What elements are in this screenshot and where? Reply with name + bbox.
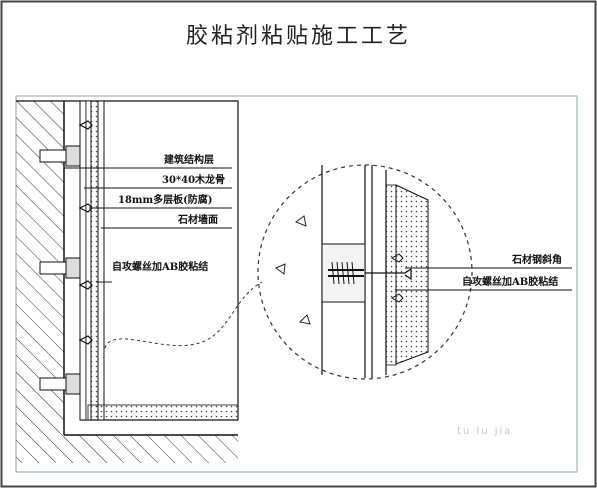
watermark: tu lu jia xyxy=(457,426,513,437)
left-wall-section xyxy=(16,100,239,463)
label-screw-ab-glue-right: 自攻螺丝加AB胶粘结 xyxy=(462,277,559,288)
label-stone-steel-angle: 石材钢斜角 xyxy=(512,255,562,266)
concrete-marks xyxy=(275,215,311,325)
concrete-floor-hatch xyxy=(16,435,238,463)
stone-base xyxy=(87,404,239,421)
timber-keel xyxy=(79,100,87,421)
detail-screw-markers xyxy=(390,253,404,303)
right-enlarged-detail xyxy=(257,164,572,380)
plywood-board xyxy=(85,100,92,421)
left-leader-lines xyxy=(64,167,232,283)
label-stone-wall: 石材墙面 xyxy=(178,215,218,226)
anchor-rod xyxy=(328,269,364,277)
detail-circle xyxy=(257,164,473,380)
screw xyxy=(365,267,412,281)
label-plywood-board: 18mm多层板(防腐) xyxy=(118,195,213,206)
label-screw-ab-glue-left: 自攻螺丝加AB胶粘结 xyxy=(112,262,209,273)
detail-adhesive xyxy=(385,184,397,366)
bolt-thread xyxy=(331,261,355,285)
page-title: 胶粘剂粘贴施工工艺 xyxy=(185,24,411,49)
detail-stone xyxy=(395,184,429,365)
anchor-bolts xyxy=(39,145,81,395)
right-leader-lines xyxy=(395,267,572,291)
adhesive-layer xyxy=(90,100,99,421)
anchor-block xyxy=(321,243,366,303)
label-timber-keel: 30*40木龙骨 xyxy=(162,175,226,186)
stone-panel xyxy=(97,100,105,421)
label-building-structure: 建筑结构层 xyxy=(164,155,214,166)
